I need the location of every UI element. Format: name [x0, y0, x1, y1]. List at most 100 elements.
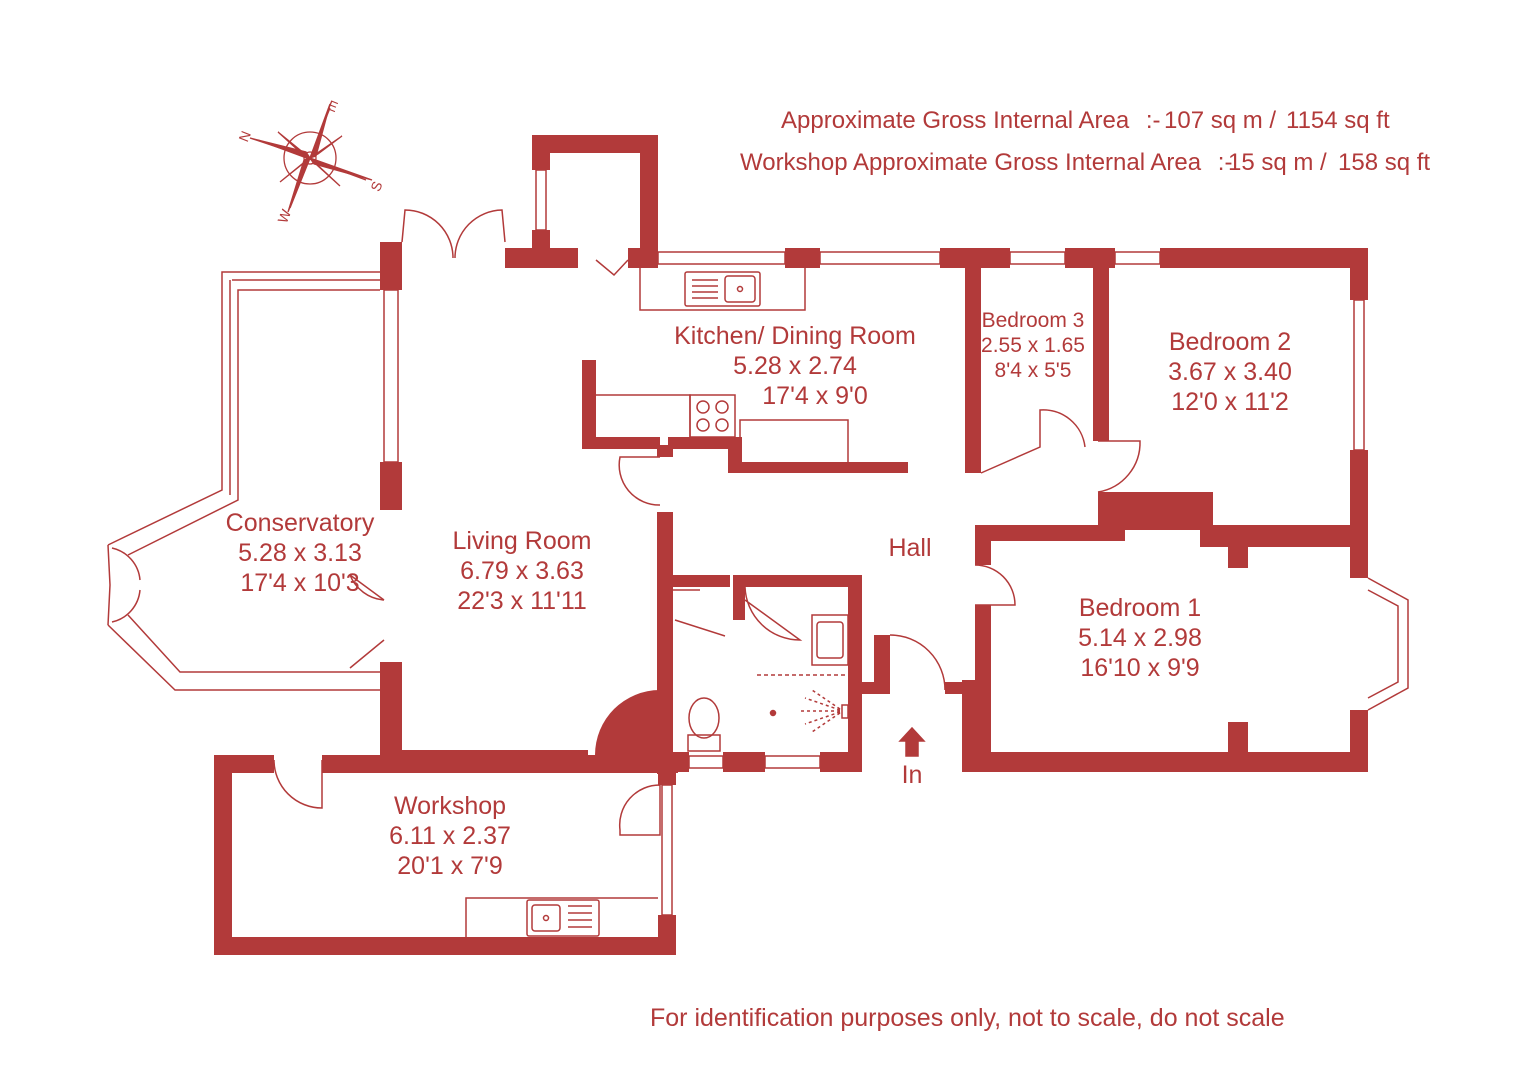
wall	[628, 248, 658, 268]
conservatory-outline	[107, 271, 380, 546]
area-line-2: Workshop Approximate Gross Internal Area…	[740, 149, 1232, 178]
wall	[668, 437, 738, 449]
room-imperial: 12'0 x 11'2	[1171, 388, 1289, 416]
kitchen-sink	[684, 271, 761, 307]
door-swing	[744, 586, 803, 641]
door-swing	[618, 784, 661, 836]
room-metric: 6.79 x 3.63	[460, 557, 584, 585]
room-imperial: 16'10 x 9'9	[1080, 654, 1200, 682]
wall	[380, 462, 402, 510]
wall	[1350, 450, 1368, 578]
wall	[214, 937, 676, 955]
wall	[660, 575, 730, 587]
area-label: Approximate Gross Internal Area	[781, 107, 1130, 134]
workshop-sink	[526, 899, 600, 937]
fixtures	[107, 169, 1409, 937]
wall	[874, 635, 890, 694]
toilet	[688, 697, 720, 739]
bay-window	[1367, 577, 1409, 711]
wall	[1350, 248, 1368, 300]
window	[1353, 299, 1365, 451]
window	[819, 251, 941, 265]
worktop	[639, 268, 806, 311]
room-imperial: 22'3 x 11'11	[457, 587, 587, 615]
room-name: Kitchen/ Dining Room	[674, 322, 916, 350]
wall	[380, 662, 402, 772]
worktop	[465, 897, 658, 937]
room-metric: 3.67 x 3.40	[1168, 358, 1292, 386]
wall	[1160, 248, 1368, 268]
wall	[582, 360, 596, 445]
wall	[532, 135, 550, 170]
wall	[975, 605, 991, 685]
wall	[658, 915, 676, 955]
room-name: Conservatory	[225, 509, 375, 537]
door-swing	[618, 456, 661, 506]
basin	[811, 614, 849, 666]
wall	[1093, 248, 1109, 441]
area-line-1: Approximate Gross Internal Area :-	[781, 107, 1161, 136]
wall	[582, 437, 660, 449]
workshop-sink	[531, 904, 561, 932]
room-imperial: 20'1 x 7'9	[397, 852, 503, 880]
window	[764, 755, 821, 769]
window	[1009, 251, 1066, 265]
conservatory-outline	[107, 624, 380, 691]
wall	[975, 525, 1125, 541]
room-bedroom3: Bedroom 3 2.55 x 1.65 8'4 x 5'5	[972, 308, 1094, 384]
room-metric: 2.55 x 1.65	[981, 334, 1085, 358]
wall	[1228, 540, 1248, 568]
window	[535, 169, 547, 231]
worktop	[739, 419, 849, 462]
door-swing	[889, 634, 946, 691]
door-swing	[107, 544, 111, 626]
wall	[962, 752, 1368, 772]
window	[661, 784, 673, 916]
door-swing	[111, 547, 141, 581]
room-name: Living Room	[452, 527, 592, 555]
kitchen-sink	[724, 275, 756, 303]
room-imperial: 8'4 x 5'5	[994, 359, 1072, 383]
room-metric: 6.11 x 2.37	[389, 822, 511, 850]
room-imperial: 17'4 x 10'3	[240, 569, 360, 597]
door-swing	[111, 589, 141, 623]
area-sqm-1: 107 sq m /	[1164, 107, 1277, 134]
area-sqft-1: 1154 sq ft	[1286, 107, 1390, 134]
walls	[214, 135, 1368, 955]
door-swing	[401, 209, 454, 259]
door-swing	[673, 589, 726, 637]
room-kitchen: Kitchen/ Dining Room 5.28 x 2.74 17'4 x …	[665, 321, 925, 411]
wall	[785, 248, 820, 268]
wall	[532, 135, 658, 153]
area-sqm-2: 15 sq m /	[1228, 149, 1327, 176]
door-swing	[1097, 440, 1141, 493]
wall	[1200, 525, 1368, 547]
room-imperial: 17'4 x 9'0	[762, 382, 868, 410]
room-metric: 5.28 x 3.13	[238, 539, 362, 567]
room-workshop: Workshop 6.11 x 2.37 20'1 x 7'9	[360, 791, 540, 881]
window	[1114, 251, 1161, 265]
entrance-label: In	[901, 761, 923, 789]
room-bedroom2: Bedroom 2 3.67 x 3.40 12'0 x 11'2	[1130, 327, 1330, 417]
door-swing	[974, 564, 1016, 606]
shower	[841, 704, 849, 719]
hob	[689, 394, 736, 438]
in-arrow	[898, 726, 926, 757]
bay-window	[1367, 589, 1399, 699]
room-living: Living Room 6.79 x 3.63 22'3 x 11'11	[432, 526, 612, 616]
wall	[820, 752, 862, 772]
wall	[945, 682, 975, 694]
conservatory-outline	[127, 289, 380, 556]
window	[383, 289, 399, 463]
compass-rose	[249, 103, 373, 213]
wall	[733, 575, 745, 620]
conservatory-outline	[127, 614, 380, 673]
wall	[723, 752, 765, 772]
door-swing	[273, 759, 323, 809]
wall	[595, 690, 660, 755]
wall	[214, 755, 232, 955]
room-hall: Hall	[888, 534, 932, 562]
room-metric: 5.28 x 2.74	[733, 352, 857, 380]
area-separator: :-	[1217, 149, 1233, 176]
